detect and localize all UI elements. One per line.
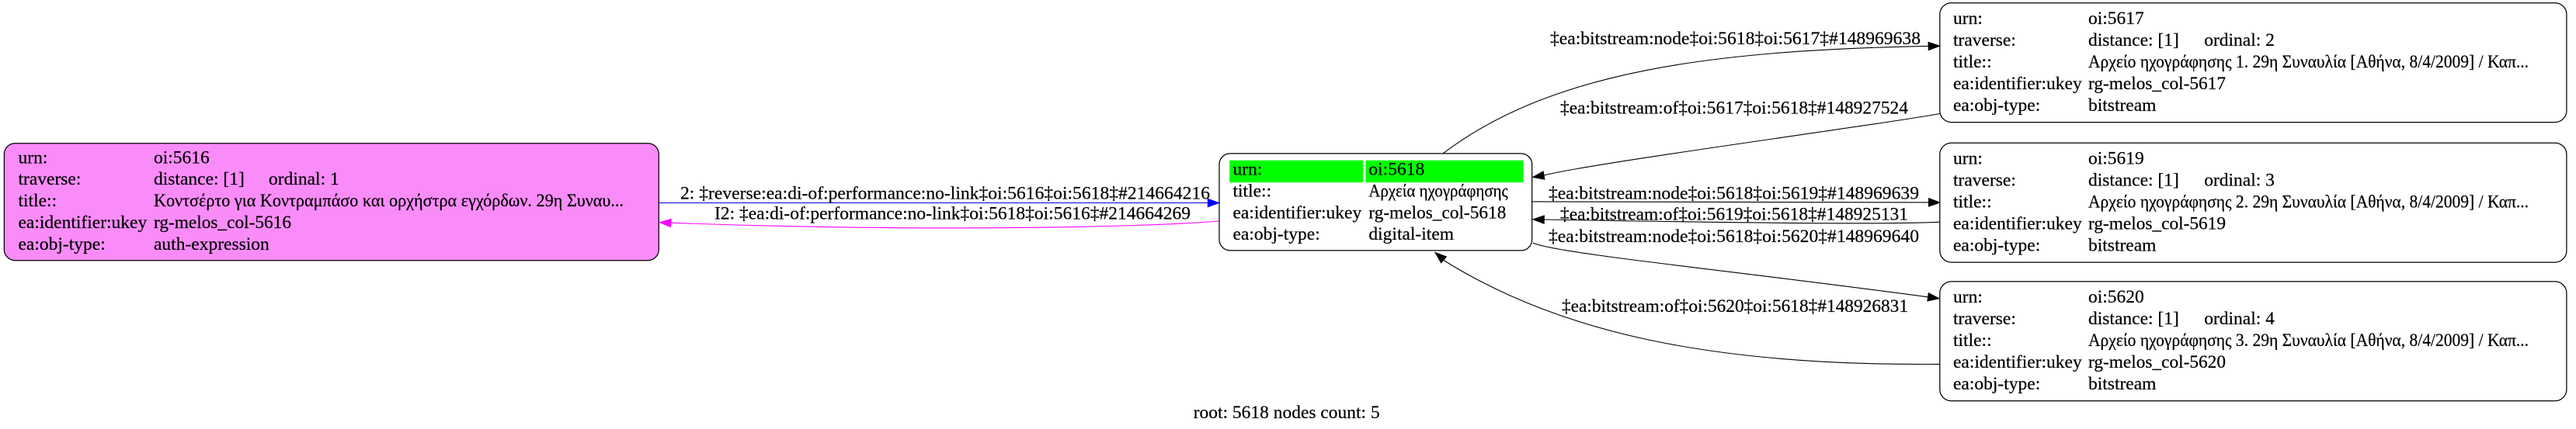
svg-text:‡ea:bitstream:node‡oi:5618‡oi:: ‡ea:bitstream:node‡oi:5618‡oi:5617‡#1489… bbox=[1550, 29, 1921, 49]
svg-text:digital-item: digital-item bbox=[1368, 224, 1454, 244]
svg-text:oi:5618: oi:5618 bbox=[1368, 159, 1424, 179]
svg-text:traverse:: traverse: bbox=[1953, 309, 2016, 329]
svg-text:bitstream: bitstream bbox=[2088, 235, 2156, 255]
svg-text:title::: title:: bbox=[1233, 182, 1272, 202]
svg-text:rg-melos_col-5617: rg-melos_col-5617 bbox=[2088, 74, 2226, 94]
svg-text:‡ea:bitstream:of‡oi:5619‡oi:56: ‡ea:bitstream:of‡oi:5619‡oi:5618‡#148925… bbox=[1560, 205, 1908, 225]
svg-text:title::: title:: bbox=[1953, 52, 1992, 72]
svg-text:distance: [1]: distance: [1] bbox=[2088, 309, 2179, 329]
svg-text:bitstream: bitstream bbox=[2088, 374, 2156, 394]
svg-text:ordinal: 3: ordinal: 3 bbox=[2204, 170, 2275, 190]
svg-text:oi:5620: oi:5620 bbox=[2088, 287, 2144, 307]
svg-text:ea:obj-type:: ea:obj-type: bbox=[19, 234, 106, 254]
svg-text:ea:obj-type:: ea:obj-type: bbox=[1953, 374, 2040, 394]
svg-text:distance: [1]: distance: [1] bbox=[2088, 30, 2179, 50]
svg-text:oi:5617: oi:5617 bbox=[2088, 9, 2144, 29]
svg-text:urn:: urn: bbox=[1953, 287, 1983, 307]
svg-text:ordinal: 1: ordinal: 1 bbox=[269, 169, 339, 189]
svg-text:ea:obj-type:: ea:obj-type: bbox=[1233, 224, 1320, 244]
svg-text:title::: title:: bbox=[1953, 192, 1992, 212]
svg-text:auth-expression: auth-expression bbox=[154, 234, 269, 254]
svg-text:urn:: urn: bbox=[1233, 159, 1263, 179]
svg-text:rg-melos_col-5620: rg-melos_col-5620 bbox=[2088, 352, 2226, 372]
svg-text:title::: title:: bbox=[1953, 330, 1992, 351]
svg-text:ea:identifier:ukey: ea:identifier:ukey bbox=[1953, 352, 2082, 372]
svg-text:Αρχείο ηχογράφησης 1. 29η Συνα: Αρχείο ηχογράφησης 1. 29η Συναυλία [Αθήν… bbox=[2088, 52, 2529, 72]
svg-text:urn:: urn: bbox=[1953, 148, 1983, 168]
svg-text:ea:obj-type:: ea:obj-type: bbox=[1953, 95, 2040, 116]
svg-text:Αρχείο ηχογράφησης 2. 29η Συνα: Αρχείο ηχογράφησης 2. 29η Συναυλία [Αθήν… bbox=[2088, 192, 2529, 212]
svg-text:Αρχεία ηχογράφησης: Αρχεία ηχογράφησης bbox=[1368, 182, 1508, 202]
svg-text:bitstream: bitstream bbox=[2088, 95, 2156, 116]
svg-text:distance: [1]: distance: [1] bbox=[2088, 170, 2179, 190]
svg-text:ea:identifier:ukey: ea:identifier:ukey bbox=[1953, 74, 2082, 94]
svg-text:I2: ‡ea:di-of:performance:no-l: I2: ‡ea:di-of:performance:no-link‡oi:561… bbox=[714, 203, 1191, 223]
svg-text:rg-melos_col-5618: rg-melos_col-5618 bbox=[1368, 202, 1506, 223]
svg-text:rg-melos_col-5616: rg-melos_col-5616 bbox=[154, 213, 291, 233]
svg-text:Αρχείο ηχογράφησης 3. 29η Συνα: Αρχείο ηχογράφησης 3. 29η Συναυλία [Αθήν… bbox=[2088, 330, 2529, 351]
svg-text:‡ea:bitstream:of‡oi:5617‡oi:56: ‡ea:bitstream:of‡oi:5617‡oi:5618‡#148927… bbox=[1560, 99, 1908, 119]
svg-text:rg-melos_col-5619: rg-melos_col-5619 bbox=[2088, 213, 2226, 234]
svg-text:traverse:: traverse: bbox=[19, 169, 82, 189]
svg-text:ea:identifier:ukey: ea:identifier:ukey bbox=[19, 213, 148, 233]
svg-text:ea:obj-type:: ea:obj-type: bbox=[1953, 235, 2040, 255]
svg-text:title::: title:: bbox=[19, 191, 57, 211]
svg-text:ea:identifier:ukey: ea:identifier:ukey bbox=[1233, 202, 1362, 223]
svg-text:traverse:: traverse: bbox=[1953, 170, 2016, 190]
svg-text:urn:: urn: bbox=[1953, 9, 1983, 29]
svg-text:urn:: urn: bbox=[19, 147, 48, 168]
svg-text:traverse:: traverse: bbox=[1953, 30, 2016, 50]
svg-text:ea:identifier:ukey: ea:identifier:ukey bbox=[1953, 213, 2082, 234]
svg-text:ordinal: 4: ordinal: 4 bbox=[2204, 309, 2275, 329]
svg-text:ordinal: 2: ordinal: 2 bbox=[2204, 30, 2275, 50]
svg-text:oi:5616: oi:5616 bbox=[154, 147, 210, 168]
svg-text:2: ‡reverse:ea:di-of:performan: 2: ‡reverse:ea:di-of:performance:no-link… bbox=[680, 183, 1210, 203]
svg-text:‡ea:bitstream:of‡oi:5620‡oi:56: ‡ea:bitstream:of‡oi:5620‡oi:5618‡#148926… bbox=[1562, 296, 1908, 317]
svg-text:distance: [1]: distance: [1] bbox=[154, 169, 245, 189]
svg-text:oi:5619: oi:5619 bbox=[2088, 148, 2144, 168]
svg-text:Κοντσέρτο για Κοντραμπάσο και: Κοντσέρτο για Κοντραμπάσο και ορχήστρα ε… bbox=[154, 191, 624, 211]
svg-text:root: 5618 nodes count: 5: root: 5618 nodes count: 5 bbox=[1194, 403, 1380, 423]
svg-text:‡ea:bitstream:node‡oi:5618‡oi:: ‡ea:bitstream:node‡oi:5618‡oi:5619‡#1489… bbox=[1549, 184, 1919, 204]
svg-text:‡ea:bitstream:node‡oi:5618‡oi:: ‡ea:bitstream:node‡oi:5618‡oi:5620‡#1489… bbox=[1549, 227, 1919, 247]
